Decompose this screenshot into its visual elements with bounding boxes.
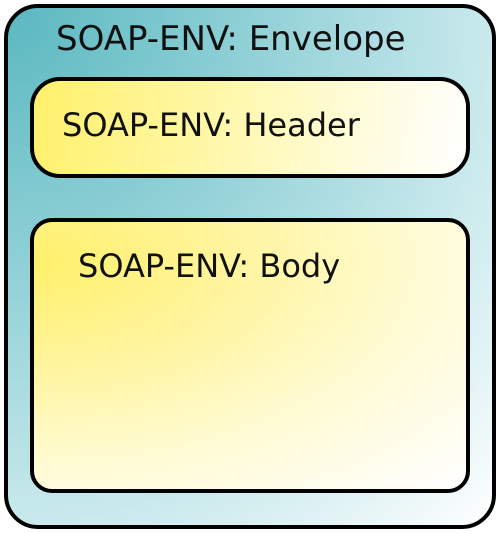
soap-body-label: SOAP-ENV: Body	[78, 247, 341, 285]
soap-header-box	[30, 77, 470, 178]
soap-envelope-label: SOAP-ENV: Envelope	[56, 19, 406, 59]
soap-body-box	[30, 218, 470, 493]
soap-header-label: SOAP-ENV: Header	[62, 106, 360, 144]
